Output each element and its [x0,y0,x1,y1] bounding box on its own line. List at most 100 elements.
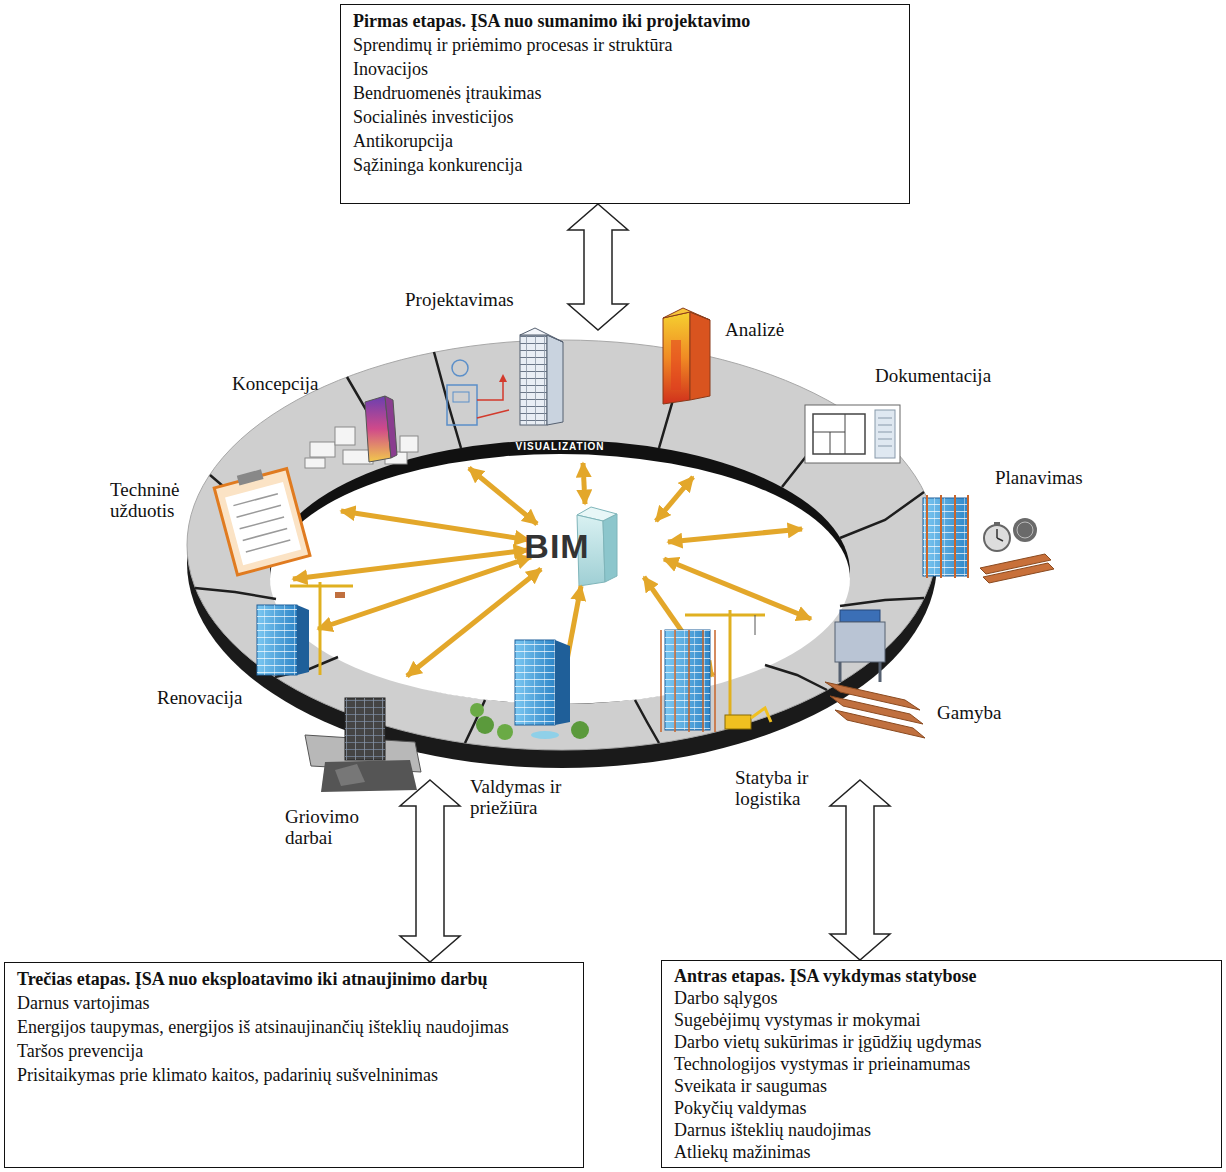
operation-model [497,724,513,740]
bim-ring: VISUALIZATION BIM [185,330,945,780]
operation-model [470,703,484,717]
production-model [840,662,880,682]
analysis-model [663,308,710,404]
stage-box: Pirmas etapas. ĮSA nuo sumanimo iki proj… [340,4,910,204]
planning-model [1013,518,1037,542]
renovation-model [257,605,297,675]
bim-cube-icon [603,514,617,582]
planning-model [923,495,1054,583]
operation-model [555,640,570,725]
design-model [520,335,547,425]
hollow-double-arrow [830,780,890,960]
text-line: Pokyčių valdymas [674,1097,1209,1119]
design-model [453,392,469,402]
construction-model [751,708,771,722]
text-line: Sveikata ir saugumas [674,1075,1209,1097]
text-line: Socialinės investicijos [353,105,897,129]
stage-label: Planavimas [995,467,1083,488]
operation-model [515,640,555,725]
text-line: Energijos taupymas, energijos iš atsinau… [17,1015,571,1039]
demolition-model [345,698,385,760]
hub-title: BIM [524,526,589,566]
bim-arrow [664,559,811,619]
demolition-model [321,760,417,792]
planning-model [923,498,968,576]
brief-clipboard [214,469,310,575]
analysis-model [690,312,710,400]
brief-clipboard [225,482,301,565]
bim-arrow [293,550,528,579]
brief-clipboard [233,494,290,552]
operation-model [515,640,555,725]
operation-model [476,716,494,734]
bim-arrow [668,529,802,542]
text-line: Darbo vietų sukūrimas ir įgūdžių ugdymas [674,1031,1209,1053]
text-line: Prisitaikymas prie klimato kaitos, padar… [17,1063,571,1087]
renovation-model [297,605,309,675]
stage-label: Projektavimas [405,289,514,310]
concept-model [305,458,325,468]
production-model [835,622,885,662]
concept-model [305,396,418,468]
documentation-sheet [813,414,865,454]
bim-hub: BIM [557,526,622,566]
renovation-model [290,585,353,588]
demolition-model [305,698,421,792]
renovation-model [335,592,345,598]
planning-model [923,498,968,576]
operation-model [470,640,589,740]
documentation-sheet [805,405,900,463]
hollow-double-arrow [568,204,628,330]
stage-label: Koncepcija [232,373,319,394]
segment-divider [840,598,924,606]
concept-model [310,442,335,457]
demolition-model [335,764,365,786]
stage-label: Gamyba [937,702,1001,723]
analysis-model [663,308,710,320]
concept-model [385,396,397,458]
text-line: Sąžininga konkurencija [353,153,897,177]
production-model [835,710,925,738]
analysis-model [671,340,681,390]
bim-arrow [469,468,537,524]
segment-divider [635,700,659,743]
renovation-model [257,605,297,675]
stage-label: Statyba ir logistika [735,767,835,809]
operation-model [571,721,589,739]
stage-box: Antras etapas. ĮSA vykdymas statyboseDar… [661,960,1222,1168]
documentation-sheet [878,418,892,446]
design-model [547,335,563,425]
bim-arrow [341,511,529,540]
segment-divider [765,665,827,690]
planning-model [1017,522,1033,538]
stage-box: Trečias etapas. ĮSA nuo eksploatavimo ik… [4,962,584,1168]
documentation-sheet [805,405,900,463]
text-line: Taršos prevencija [17,1039,571,1063]
planning-model [983,563,1054,583]
design-model [499,374,507,382]
stage-label: Valdymas ir priežiūra [470,776,580,818]
concept-model [335,427,355,445]
construction-model [725,715,751,729]
text-line: Inovacijos [353,57,897,81]
segment-divider [840,492,924,538]
text-line: Darbo sąlygos [674,987,1209,1009]
construction-model [755,615,756,635]
stage-label: Techninė užduotis [110,479,195,521]
text-line: Technologijos vystymas ir prieinamumas [674,1053,1209,1075]
construction-model [661,610,771,732]
construction-model [685,614,765,617]
brief-clipboard [213,463,310,575]
planning-model [984,525,1010,551]
text-line: Darnus išteklių naudojimas [674,1119,1209,1141]
concept-model [400,436,418,452]
construction-model [661,630,715,732]
production-model [825,610,925,738]
renovation-model [319,582,322,675]
bim-arrow [656,477,693,521]
ring-caption: VISUALIZATION [516,441,605,453]
analysis-model [663,312,690,404]
design-model [447,328,563,425]
construction-model [729,610,732,725]
planning-model [927,495,968,578]
